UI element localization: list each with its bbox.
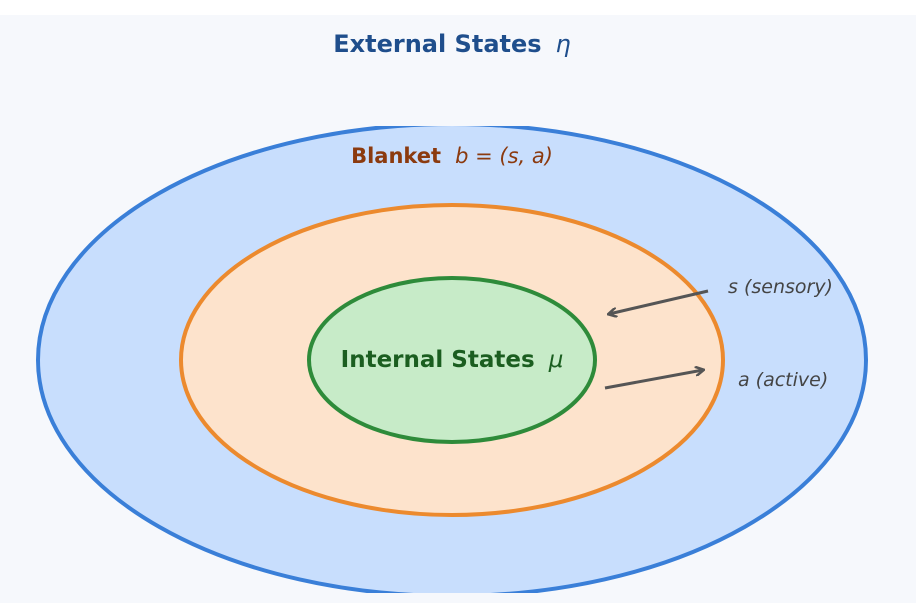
- internal-ellipse: [307, 276, 597, 444]
- sensory-label: s (sensory): [728, 276, 833, 298]
- active-label: a (active): [738, 369, 828, 391]
- active-arrow: [604, 370, 703, 390]
- sensory-arrow: [609, 289, 709, 314]
